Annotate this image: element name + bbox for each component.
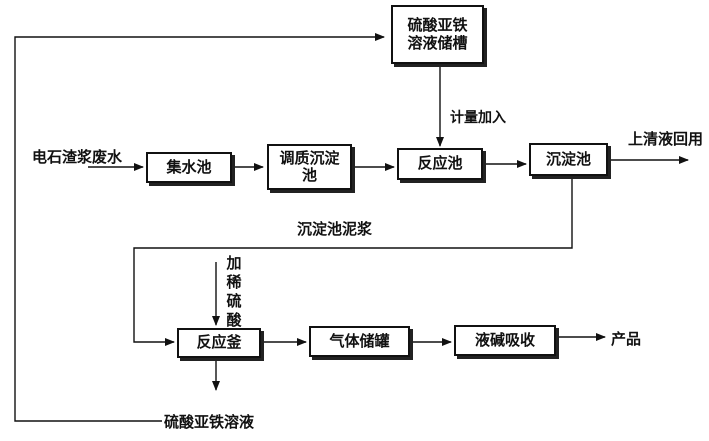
- label-clear-recycle: 上清液回用: [628, 130, 704, 148]
- label-product: 产品: [611, 330, 642, 348]
- reactor-pool: 反应池: [397, 148, 483, 180]
- conditioning-sediment-pool: 调质沉淀池: [267, 144, 352, 190]
- arrow-sludge-to-kettle: [133, 178, 573, 346]
- label-wastewater-input: 电石渣浆废水: [32, 148, 123, 166]
- arrow-return-loop: [14, 33, 385, 422]
- reaction-kettle: 反应釜: [177, 328, 261, 358]
- gas-storage-tank: 气体储罐: [309, 326, 410, 357]
- label-sludge: 沉淀池泥浆: [297, 220, 373, 238]
- label-dilute-acid: 加稀硫酸: [226, 254, 242, 329]
- collection-pool: 集水池: [146, 152, 232, 183]
- label-metered-add: 计量加入: [450, 110, 506, 126]
- sediment-pool: 沉淀池: [529, 143, 608, 176]
- ferrous-sulfate-tank: 硫酸亚铁溶液储槽: [391, 5, 484, 64]
- alkali-absorption: 液碱吸收: [454, 325, 556, 356]
- label-ferrous-solution: 硫酸亚铁溶液: [164, 413, 255, 431]
